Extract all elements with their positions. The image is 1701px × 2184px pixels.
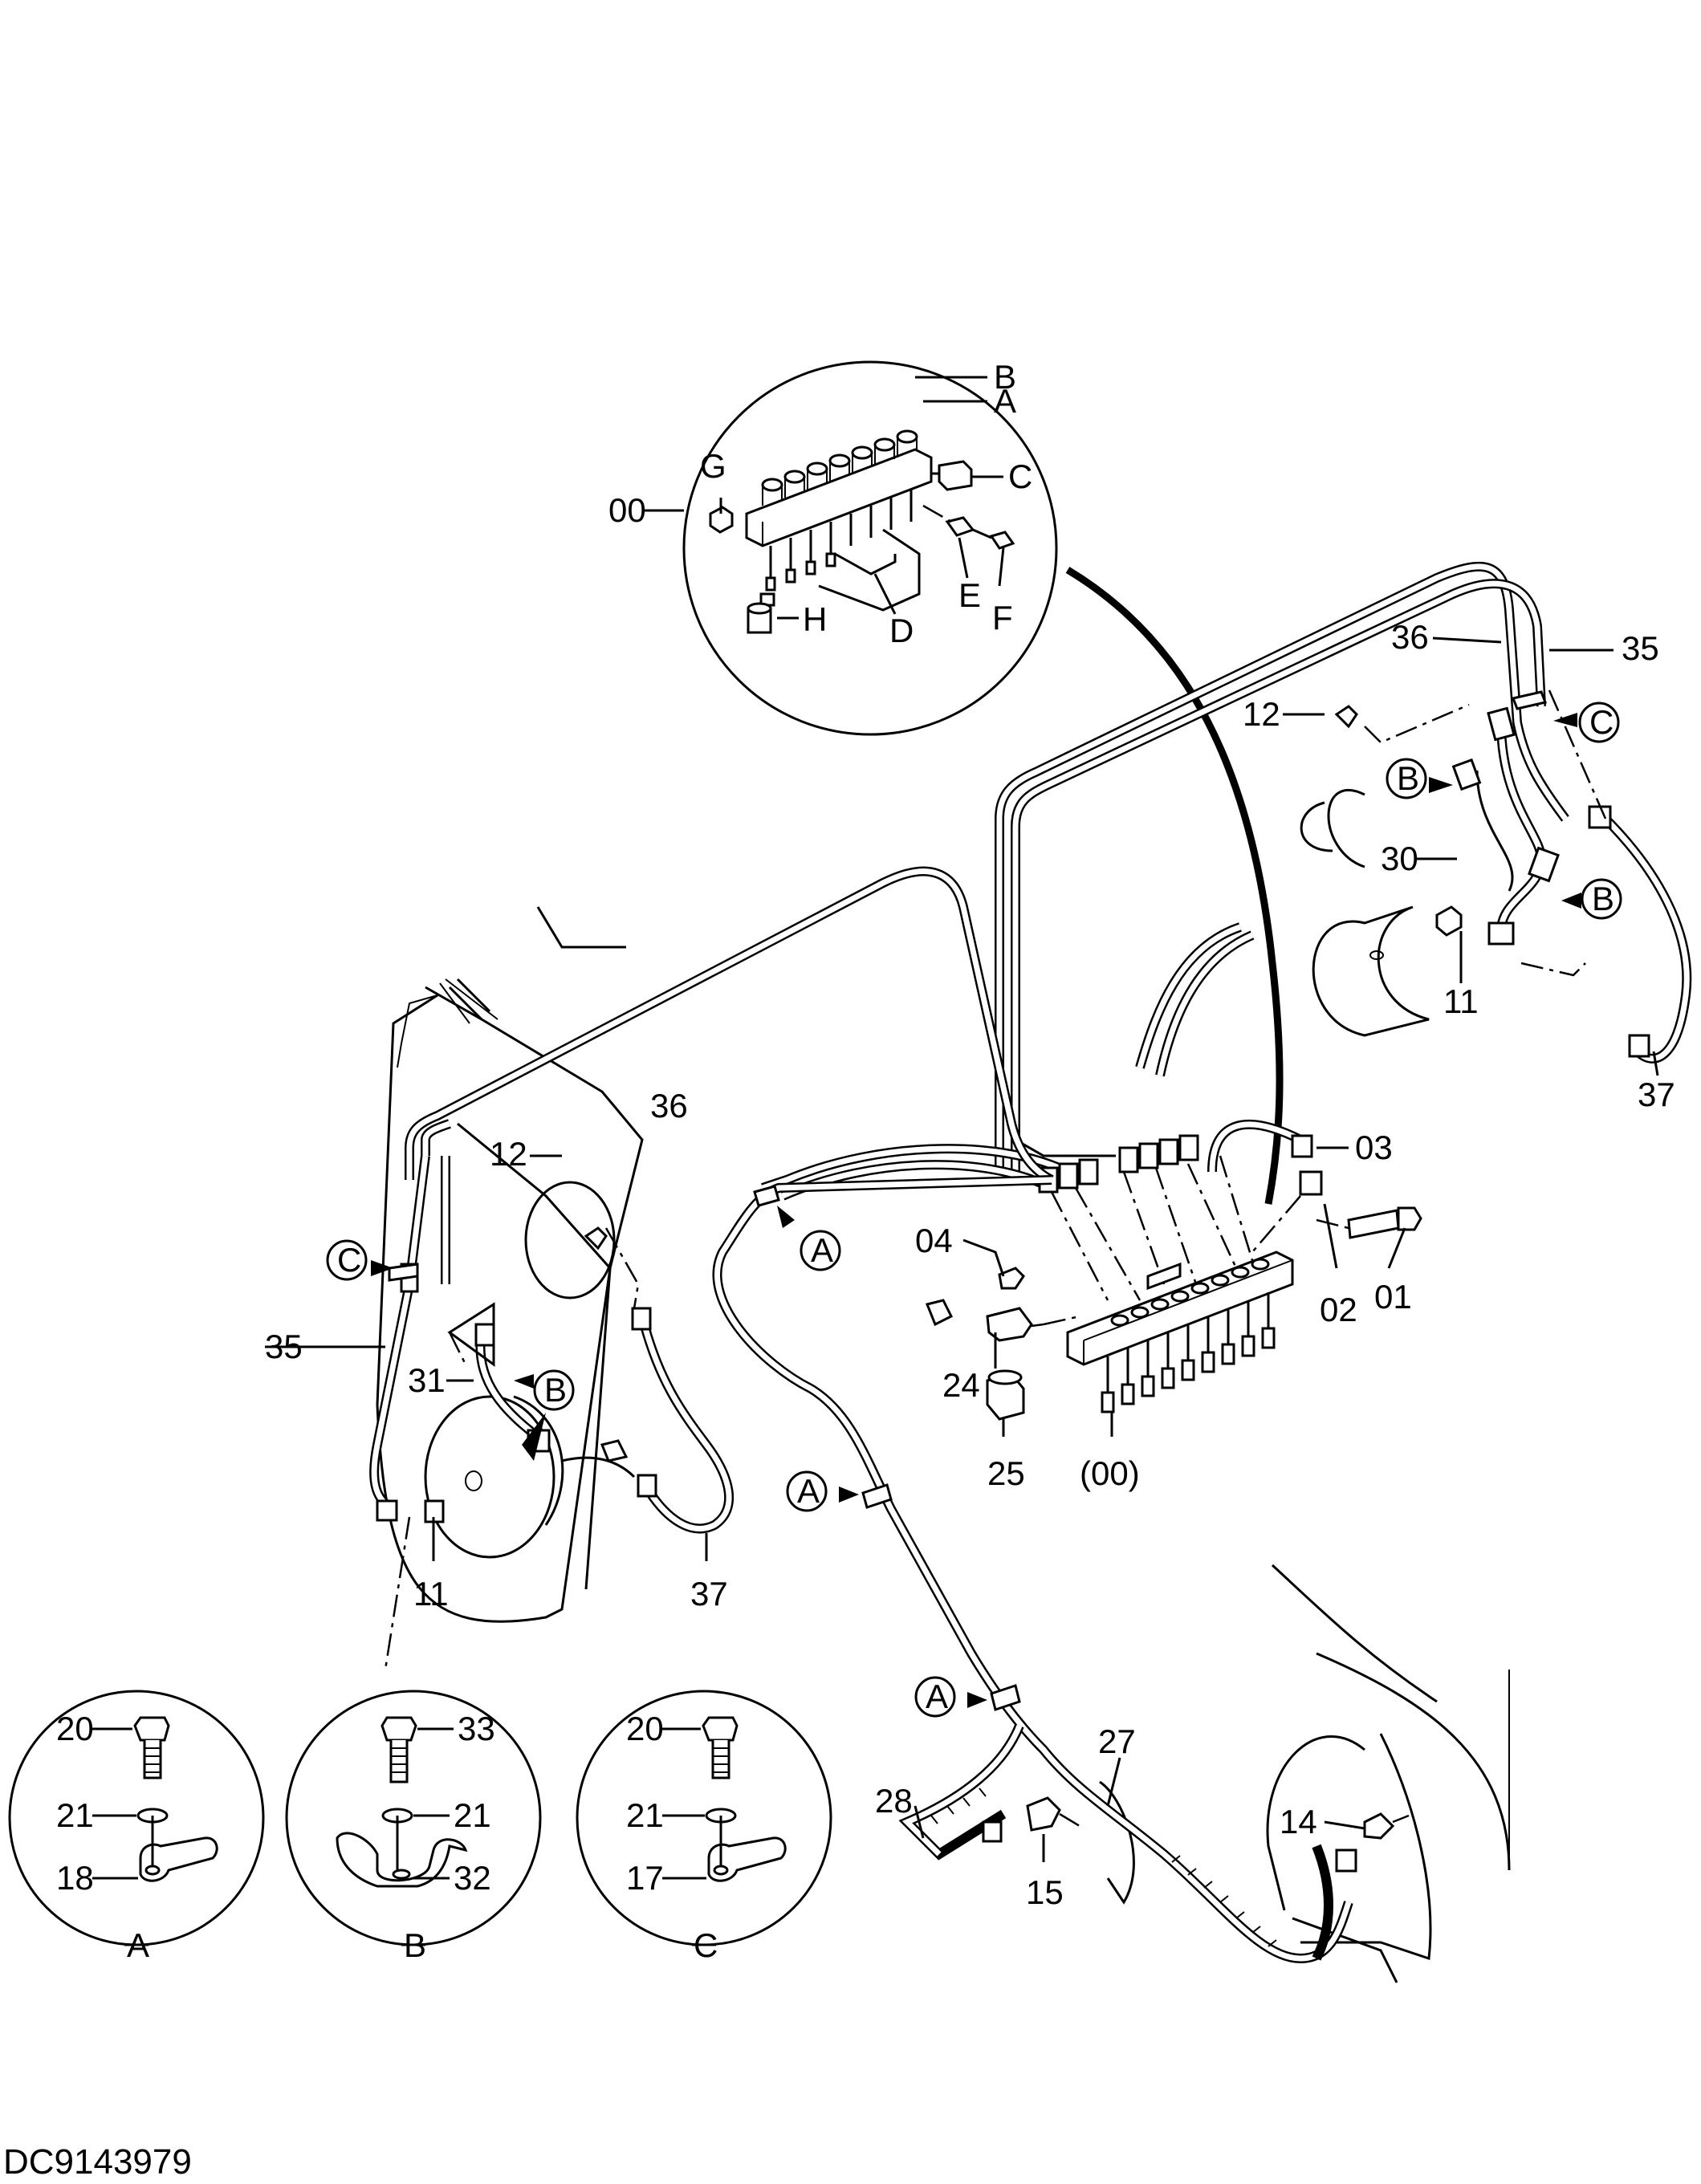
arm-area: 27 28 14 15 A A A <box>712 1175 1511 1983</box>
marker-B-right-1-label: B <box>1397 759 1419 797</box>
right-boom-area: 36 35 12 30 11 37 C B B <box>995 561 1692 1172</box>
marker-C-right-label: C <box>1589 703 1614 741</box>
label-A: A <box>994 382 1016 420</box>
marker-B-left <box>533 1369 575 1411</box>
callout-11-left: 11 <box>413 1575 449 1613</box>
part-04 <box>998 1267 1025 1290</box>
marker-B-right-2 <box>1581 878 1622 920</box>
callout-36-left: 36 <box>650 1087 688 1125</box>
callout-25: 25 <box>987 1454 1025 1492</box>
marker-C-left <box>326 1239 368 1281</box>
label-C: C <box>1008 458 1032 495</box>
marker-A-2-label: A <box>797 1472 820 1510</box>
callout-28: 28 <box>875 1782 913 1820</box>
label-00: 00 <box>608 491 646 529</box>
marker-A-1-label: A <box>811 1231 833 1269</box>
manifold-detail: B A C G 00 H D E F <box>608 358 1284 1205</box>
left-boom-area: 36 12 35 31 11 37 C B <box>265 866 1054 1670</box>
label-H: H <box>803 600 827 638</box>
callout-04: 04 <box>915 1222 953 1259</box>
part-H-cap <box>747 602 772 634</box>
callout-27: 27 <box>1098 1722 1136 1760</box>
detail-B-caption: B <box>404 1926 426 1964</box>
callout-03: 03 <box>1355 1129 1393 1166</box>
detail-B-clamp: 32 <box>454 1859 491 1897</box>
main-manifold-area: 03 04 01 02 24 25 (00) <box>761 922 1422 1492</box>
callout-24: 24 <box>942 1366 980 1404</box>
callout-15: 15 <box>1026 1873 1064 1911</box>
marker-C-left-label: C <box>337 1241 361 1279</box>
detail-C-bolt: 20 <box>626 1710 664 1747</box>
label-E: E <box>958 576 981 614</box>
part-G-bolt <box>709 506 734 534</box>
detail-A-clamp: 18 <box>56 1859 94 1897</box>
marker-A-1 <box>800 1230 841 1271</box>
part-14 <box>1363 1812 1410 1840</box>
document-code: DC9143979 <box>3 2142 192 2182</box>
detail-B-bolt: 33 <box>458 1710 495 1747</box>
callout-12-left: 12 <box>490 1135 527 1173</box>
detail-C-washer: 21 <box>626 1796 664 1834</box>
marker-B-right-1 <box>1386 758 1427 799</box>
label-D: D <box>889 612 914 649</box>
part-C-fitting <box>938 460 973 491</box>
part-F-fitting <box>989 531 1015 550</box>
callout-35-left: 35 <box>265 1328 303 1365</box>
part-E-fitting <box>945 516 975 537</box>
callout-36-right: 36 <box>1391 618 1429 656</box>
marker-A-3 <box>914 1676 956 1718</box>
marker-A-2 <box>786 1470 828 1512</box>
detail-C: 20 21 17 C <box>576 1690 832 1964</box>
callout-14: 14 <box>1280 1803 1317 1840</box>
callout-02: 02 <box>1320 1291 1357 1328</box>
part-15 <box>1026 1796 1080 1832</box>
marker-C-right <box>1578 702 1620 743</box>
detail-B: 33 21 32 B <box>285 1690 542 1964</box>
callout-11-right: 11 <box>1443 982 1479 1020</box>
callout-30: 30 <box>1381 840 1418 877</box>
label-F: F <box>992 599 1013 636</box>
callout-35-right: 35 <box>1622 629 1659 667</box>
detail-B-washer: 21 <box>454 1796 491 1834</box>
marker-B-left-label: B <box>544 1371 567 1409</box>
label-B: B <box>994 358 1016 396</box>
distribution-block <box>1066 1251 1294 1413</box>
detail-circle-00 <box>682 360 1058 736</box>
callout-12-right: 12 <box>1243 695 1280 733</box>
detail-A-caption: A <box>127 1926 149 1964</box>
part-25 <box>986 1369 1025 1421</box>
callout-37-left: 37 <box>690 1575 728 1613</box>
manifold-block <box>745 429 933 612</box>
callout-37-right: 37 <box>1638 1076 1675 1113</box>
marker-B-right-2-label: B <box>1592 880 1614 917</box>
part-24 <box>986 1307 1033 1342</box>
callout-00-main: (00) <box>1080 1454 1140 1492</box>
callout-01: 01 <box>1374 1278 1412 1316</box>
callout-31: 31 <box>408 1361 446 1399</box>
part-01-bolt <box>1347 1206 1422 1239</box>
detail-C-clamp: 17 <box>626 1859 664 1897</box>
label-G: G <box>700 447 726 485</box>
detail-A: 20 21 18 A <box>8 1690 265 1964</box>
detail-C-caption: C <box>694 1926 718 1964</box>
marker-A-3-label: A <box>926 1678 948 1715</box>
detail-A-washer: 21 <box>56 1796 94 1834</box>
detail-A-bolt: 20 <box>56 1710 94 1747</box>
